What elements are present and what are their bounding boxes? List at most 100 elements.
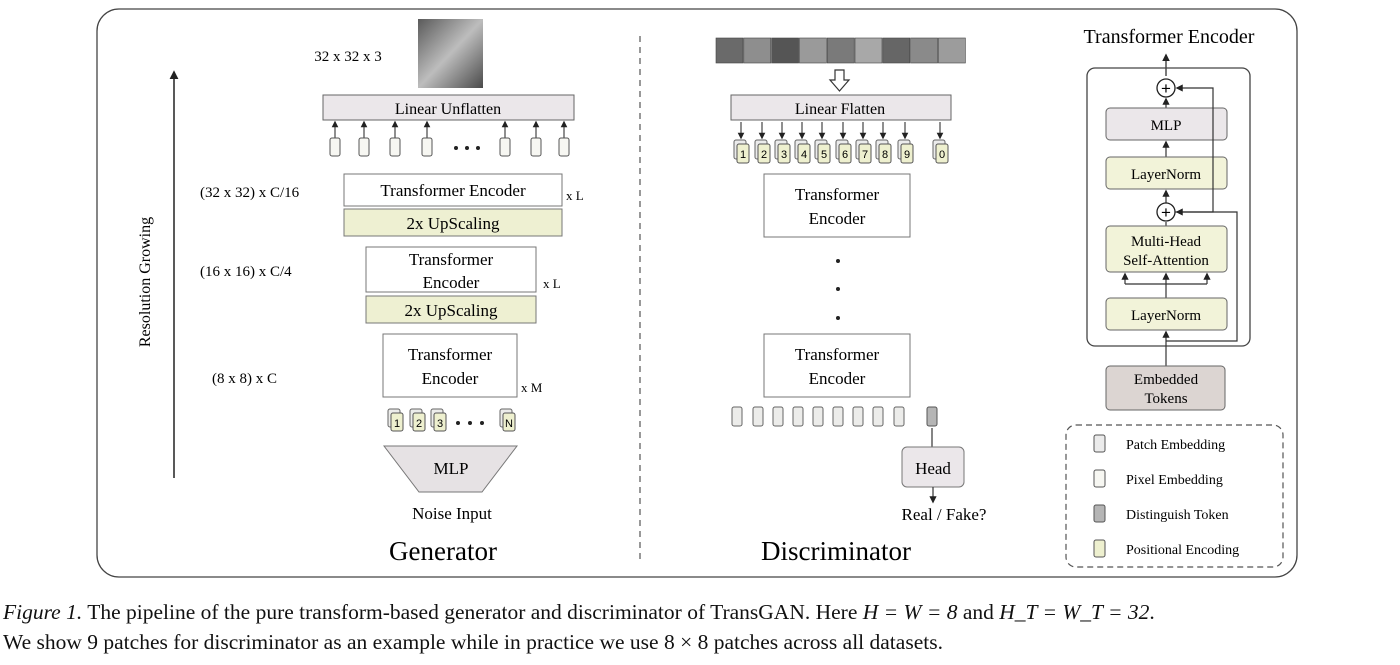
stage2-encoder-line2: Encoder <box>423 273 480 292</box>
output-token <box>832 406 844 427</box>
vertical-ellipsis <box>836 259 840 320</box>
stage3-resolution-label: (8 x 8) x C <box>212 371 277 387</box>
generated-image <box>418 19 483 88</box>
discriminator-output-tokens <box>731 406 938 427</box>
patch-token <box>777 143 791 164</box>
attention-line2: Self-Attention <box>1123 253 1209 269</box>
image-patch-strip <box>715 37 966 64</box>
layernorm-bottom-label: LayerNorm <box>1131 308 1201 324</box>
layernorm-top-label: LayerNorm <box>1131 167 1201 183</box>
stage2-resolution-label: (16 x 16) x C/4 <box>200 264 292 280</box>
distinguish-token <box>926 406 938 427</box>
image-patch <box>771 37 799 64</box>
disc-encoder-bottom-line1: Transformer <box>795 345 880 364</box>
transformer-encoder-title: Transformer Encoder <box>1084 26 1255 48</box>
pixel-token <box>389 137 401 157</box>
disc-encoder-top-box <box>763 173 911 238</box>
disc-encoder-bottom-line2: Encoder <box>809 369 866 388</box>
residual-connection-top <box>1175 84 1214 213</box>
stage1-repeat-label: x L <box>566 188 584 203</box>
legend-swatch <box>1093 434 1106 453</box>
linear-flatten-label: Linear Flatten <box>795 101 885 118</box>
patch-token-label: 4 <box>801 149 807 161</box>
stage1-encoder-box <box>343 173 563 207</box>
patch-token <box>858 143 872 164</box>
noise-token <box>412 412 426 432</box>
noise-token <box>390 412 404 432</box>
caption-math-2: H_T = W_T = 32 <box>999 600 1150 624</box>
resolution-axis-label: Resolution Growing <box>137 217 154 347</box>
patch-token <box>935 143 949 164</box>
ellipsis-dots-top <box>454 146 480 150</box>
pixel-token <box>499 137 511 157</box>
patch-token <box>838 143 852 164</box>
stage3-repeat-label: x M <box>521 380 543 395</box>
discriminator-title: Discriminator <box>761 536 911 566</box>
head-label: Head <box>915 459 951 478</box>
stage3-encoder-line2: Encoder <box>422 369 479 388</box>
upscaling1-box <box>343 208 563 237</box>
output-token <box>872 406 884 427</box>
stage2-encoder-line1: Transformer <box>409 250 494 269</box>
disc-encoder-bottom-box <box>763 333 911 398</box>
image-patch <box>826 37 855 64</box>
noise-token <box>433 412 447 432</box>
caption-line-1: Figure 1. The pipeline of the pure trans… <box>3 597 1397 627</box>
patch-token-label: 1 <box>740 149 746 161</box>
pixel-token <box>358 137 370 157</box>
noise-input-label: Noise Input <box>412 504 492 523</box>
pixel-token <box>421 137 433 157</box>
patch-token-label: 7 <box>862 149 868 161</box>
upscaling2-label: 2x UpScaling <box>404 301 498 320</box>
legend-label: Patch Embedding <box>1126 438 1225 453</box>
linear-flatten-box <box>730 94 952 121</box>
patch-token-label: 3 <box>781 149 787 161</box>
encoder-mlp-label: MLP <box>1151 118 1182 134</box>
legend-swatch <box>1093 504 1106 523</box>
generator-panel: Resolution Growing 32 x 32 x 3 Linear Un… <box>137 19 584 566</box>
linear-unflatten-label: Linear Unflatten <box>395 101 501 118</box>
legend-swatch <box>1093 539 1106 558</box>
output-token <box>893 406 905 427</box>
caption-math-1: H = W = 8 <box>862 600 958 624</box>
generator-pixel-tokens <box>329 120 570 157</box>
hollow-down-arrow <box>828 69 851 92</box>
caption-line1-text: The pipeline of the pure transform-based… <box>82 600 863 624</box>
image-patch <box>799 37 827 64</box>
patch-token <box>797 143 811 164</box>
layernorm-top-box <box>1105 156 1228 190</box>
patch-token-label: 2 <box>761 149 767 161</box>
ellipsis-dots-noise <box>456 421 484 425</box>
embedded-tokens-box <box>1105 365 1226 411</box>
generator-mlp-label: MLP <box>434 459 469 478</box>
output-token <box>752 406 764 427</box>
caption-line1-end: . <box>1149 600 1155 624</box>
add-symbol-middle: + <box>1161 203 1171 222</box>
pixel-token <box>329 137 341 157</box>
embedded-tokens-line1: Embedded <box>1134 372 1199 388</box>
stage3-encoder-line1: Transformer <box>408 345 493 364</box>
outer-frame <box>96 8 1298 578</box>
stage3-encoder-box <box>382 333 518 398</box>
pixel-token <box>558 137 570 157</box>
legend-frame <box>1065 424 1284 568</box>
transformer-encoder-detail: Transformer Encoder + MLP LayerNorm + Mu… <box>1084 26 1255 411</box>
pixel-token <box>530 137 542 157</box>
caption-line-2: We show 9 patches for discriminator as a… <box>3 630 943 654</box>
output-token <box>772 406 784 427</box>
noise-token-label: N <box>505 418 513 430</box>
transgan-diagram: Resolution Growing 32 x 32 x 3 Linear Un… <box>96 8 1298 578</box>
stage1-resolution-label: (32 x 32) x C/16 <box>200 185 300 201</box>
image-patch <box>910 37 938 64</box>
encoder-mlp-box <box>1105 107 1228 141</box>
patch-token <box>757 143 771 164</box>
linear-unflatten-box <box>322 94 575 121</box>
stage1-encoder-label: Transformer Encoder <box>380 181 526 200</box>
stage2-repeat-label: x L <box>543 276 561 291</box>
image-patch <box>882 37 911 64</box>
disc-encoder-top-line1: Transformer <box>795 185 880 204</box>
